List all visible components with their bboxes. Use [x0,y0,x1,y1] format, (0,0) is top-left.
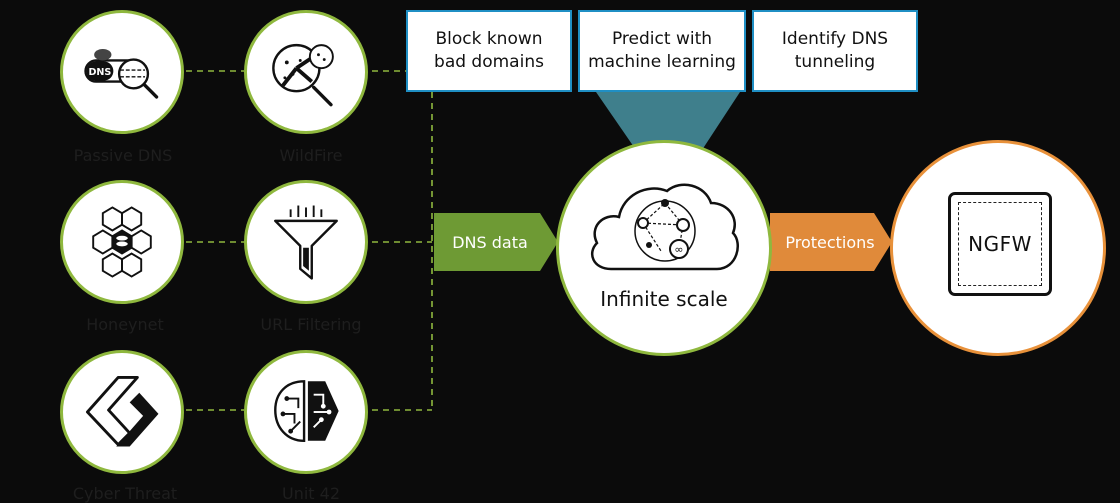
ngfw-target: NGFW [890,140,1106,356]
source-label-wildfire: WildFire [279,146,343,165]
unit42-brain-icon [274,380,339,443]
source-wildfire [244,10,368,134]
svg-text:∞: ∞ [674,243,683,256]
feature-line: bad domains [434,52,544,72]
source-label-url-filtering: URL Filtering [260,315,362,334]
protections-label: Protections [785,232,875,252]
firewall-appliance-icon: NGFW [948,192,1052,296]
cyber-threat-alliance-icon [86,376,159,447]
feature-funnel [596,92,740,150]
cloud-network-icon: ∞ [591,183,739,271]
infinite-scale-hub: ∞ Infinite scale [556,140,772,356]
funnel-icon [274,205,338,280]
dns-data-arrow [434,213,558,271]
source-label-honeynet: Honeynet [86,315,164,334]
source-label-passive-dns: Passive DNS [73,146,173,165]
honeycomb-icon [92,206,152,278]
feature-line: Predict with [611,29,713,49]
source-cyber-threat [60,350,184,474]
feature-identify-dns-tunneling: Identify DNS tunneling [752,10,918,92]
feature-line: Identify DNS [781,29,889,49]
feature-line: Block known [435,29,543,49]
ngfw-label: NGFW [968,232,1032,256]
feature-block-known-bad-domains: Block known bad domains [406,10,572,92]
protections-arrow [770,213,892,271]
source-honeynet [60,180,184,304]
source-unit42 [244,350,368,474]
feature-predict-with-ml: Predict with machine learning [578,10,746,92]
firewall-dashed-frame: NGFW [958,202,1042,286]
dns-magnifier-icon: DNS [84,48,159,99]
svg-text:DNS: DNS [88,67,111,78]
source-url-filtering [244,180,368,304]
hub-label: Infinite scale [600,287,728,311]
wildfire-magnifier-icon [272,43,334,107]
source-passive-dns: DNS [60,10,184,134]
feature-line: tunneling [794,52,876,72]
dns-data-label: DNS data [452,232,528,252]
feature-line: machine learning [588,52,736,72]
